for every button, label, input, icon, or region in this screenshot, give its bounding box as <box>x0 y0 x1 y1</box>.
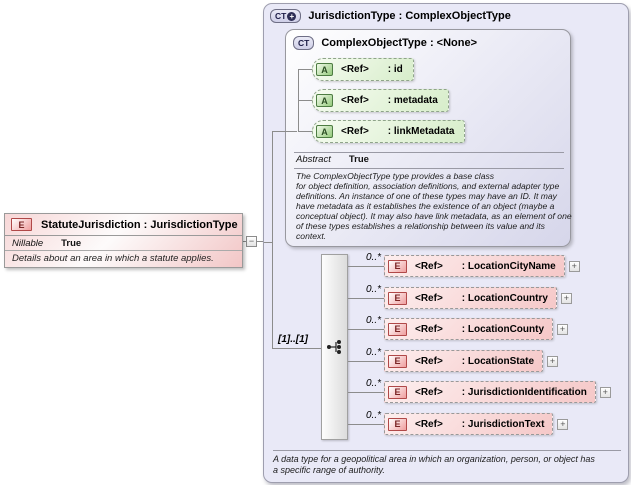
panel-title-row: CT + JurisdictionType : ComplexObjectTyp… <box>270 9 511 23</box>
ref-label: <Ref> <box>341 95 369 106</box>
element-row: E <Ref> : LocationCounty + <box>384 318 569 340</box>
base-type-box[interactable]: CT ComplexObjectType : <None> A <Ref> : … <box>285 29 572 247</box>
connector-line <box>272 348 321 349</box>
occurs-label: 0..* <box>365 252 381 263</box>
connector-line <box>272 131 273 349</box>
sequence-compositor[interactable] <box>321 254 348 440</box>
divider <box>294 152 564 153</box>
occurs-label: 0..* <box>365 410 381 421</box>
attribute-icon: A <box>316 125 333 138</box>
base-type-description: The ComplexObjectType type provides a ba… <box>296 171 572 241</box>
element-icon: E <box>11 218 32 231</box>
element-ref-JurisdictionText[interactable]: E <Ref> : JurisdictionText <box>384 413 554 435</box>
attribute-name: : metadata <box>387 95 438 106</box>
statute-jurisdiction-node[interactable]: E StatuteJurisdiction : JurisdictionType… <box>4 213 243 268</box>
attribute-name: : linkMetadata <box>387 126 455 137</box>
element-row: E <Ref> : LocationCityName + <box>384 255 580 277</box>
ref-label: <Ref> <box>415 386 443 398</box>
property-label: Abstract <box>296 154 331 165</box>
connector-line <box>298 70 299 132</box>
ref-label: <Ref> <box>415 292 443 304</box>
connector-line <box>298 69 312 70</box>
collapse-button[interactable]: − <box>246 236 257 247</box>
connector-line <box>298 131 312 132</box>
derivation-plus-icon: + <box>287 11 297 21</box>
ref-label: <Ref> <box>341 126 369 137</box>
panel-title: JurisdictionType : ComplexObjectType <box>308 10 511 22</box>
type-description: A data type for a geopolitical area in w… <box>273 454 595 475</box>
connector-line <box>348 361 384 362</box>
connector-line <box>272 131 297 132</box>
element-ref-LocationState[interactable]: E <Ref> : LocationState <box>384 350 544 372</box>
node-title-row: E StatuteJurisdiction : JurisdictionType <box>5 214 242 236</box>
divider <box>273 450 621 451</box>
element-ref-JurisdictionIdentification[interactable]: E <Ref> : JurisdictionIdentification <box>384 381 596 403</box>
ref-label: <Ref> <box>415 355 443 367</box>
expand-button[interactable]: + <box>547 355 559 367</box>
ref-label: <Ref> <box>415 260 443 272</box>
attribute-name: : id <box>387 64 403 75</box>
connector-line <box>348 298 384 299</box>
occurs-label: 0..* <box>365 378 381 389</box>
element-row: E <Ref> : LocationCountry + <box>384 287 572 309</box>
element-name: : LocationCounty <box>461 323 545 335</box>
expand-button[interactable]: + <box>557 418 569 430</box>
abstract-property-row: Abstract True <box>296 154 369 165</box>
element-name: : LocationCountry <box>461 292 548 304</box>
element-icon: E <box>388 417 407 431</box>
node-title: StatuteJurisdiction : JurisdictionType <box>41 218 238 231</box>
element-row: E <Ref> : JurisdictionIdentification + <box>384 381 611 403</box>
connector-line <box>348 329 384 330</box>
element-ref-LocationCityName[interactable]: E <Ref> : LocationCityName <box>384 255 565 277</box>
element-icon: E <box>388 291 407 305</box>
element-row: E <Ref> : LocationState + <box>384 350 559 372</box>
connector-line <box>298 100 312 101</box>
ref-label: <Ref> <box>341 64 369 75</box>
base-title-row: CT ComplexObjectType : <None> <box>286 30 570 50</box>
ct-icon-label: CT <box>298 38 310 48</box>
occurs-label: 0..* <box>365 347 381 358</box>
attribute-icon: A <box>316 94 333 107</box>
sequence-cardinality-label: [1]..[1] <box>278 334 308 345</box>
expand-button[interactable]: + <box>599 386 611 398</box>
element-icon: E <box>388 385 407 399</box>
element-name: : LocationCityName <box>461 260 556 272</box>
element-name: : LocationState <box>461 355 535 367</box>
ref-label: <Ref> <box>415 323 443 335</box>
expand-button[interactable]: + <box>560 292 572 304</box>
expand-button[interactable]: + <box>557 323 569 335</box>
attribute-ref-id[interactable]: A <Ref> : id <box>312 58 414 81</box>
element-icon: E <box>388 354 407 368</box>
element-icon: E <box>388 322 407 336</box>
base-type-title: ComplexObjectType : <None> <box>321 37 478 49</box>
attribute-icon: A <box>316 63 333 76</box>
connector-line <box>264 242 272 243</box>
occurs-label: 0..* <box>365 315 381 326</box>
element-icon: E <box>388 259 407 273</box>
sequence-icon <box>327 340 341 354</box>
complex-type-derived-icon: CT + <box>270 9 302 23</box>
connector-line <box>348 392 384 393</box>
element-ref-LocationCounty[interactable]: E <Ref> : LocationCounty <box>384 318 554 340</box>
element-row: E <Ref> : JurisdictionText + <box>384 413 569 435</box>
connector-line <box>348 266 384 267</box>
node-description: Details about an area in which a statute… <box>12 253 214 264</box>
property-value: True <box>348 154 369 165</box>
attribute-ref-linkMetadata[interactable]: A <Ref> : linkMetadata <box>312 120 466 143</box>
expand-button[interactable]: + <box>568 260 580 272</box>
attribute-ref-metadata[interactable]: A <Ref> : metadata <box>312 89 449 112</box>
element-name: : JurisdictionIdentification <box>461 386 587 398</box>
element-name: : JurisdictionText <box>461 418 545 430</box>
property-value: True <box>61 237 82 249</box>
ref-label: <Ref> <box>415 418 443 430</box>
occurs-label: 0..* <box>365 284 381 295</box>
divider <box>294 168 564 169</box>
connector-line <box>348 424 384 425</box>
nillable-property-row: Nillable True <box>5 236 242 251</box>
ct-icon-label: CT <box>275 11 287 21</box>
jurisdiction-type-panel: CT + JurisdictionType : ComplexObjectTyp… <box>263 3 629 483</box>
complex-type-icon: CT <box>293 36 315 50</box>
element-ref-LocationCountry[interactable]: E <Ref> : LocationCountry <box>384 287 557 309</box>
property-label: Nillable <box>12 237 44 249</box>
